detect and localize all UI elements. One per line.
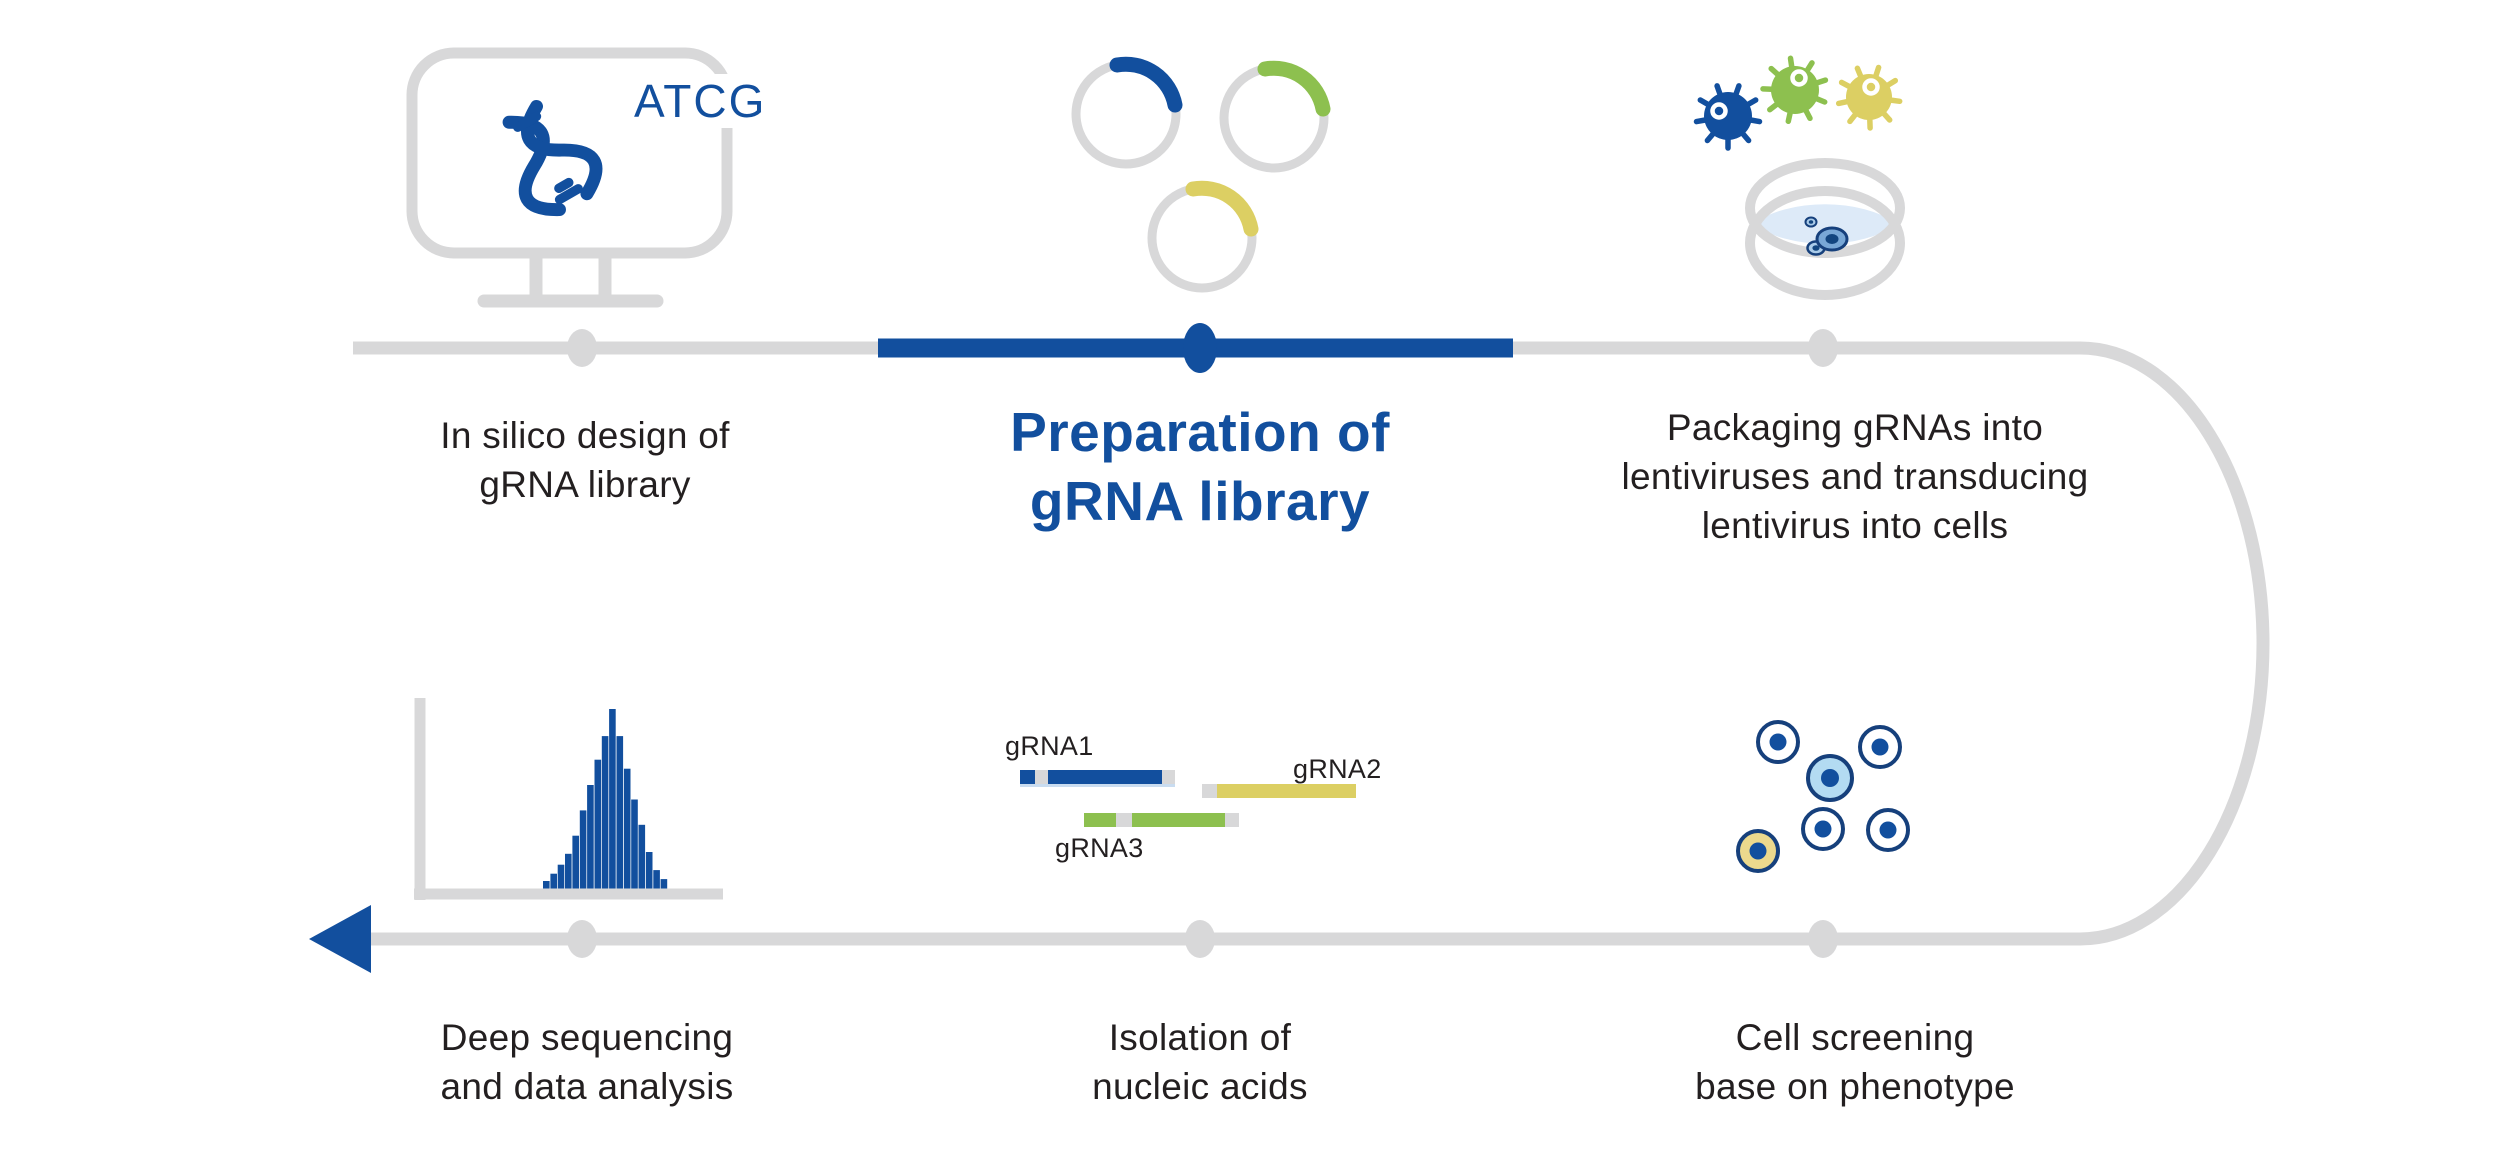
grna1-tag: gRNA1 <box>1005 731 1094 761</box>
cell-nucleus <box>1814 820 1832 838</box>
petri-dish-icon <box>1745 158 1905 300</box>
cell-nucleus <box>1769 733 1787 751</box>
dish-cell-medium-nucleus <box>1812 245 1820 251</box>
lentivirus-icon-green <box>1760 55 1829 125</box>
grna2-bar <box>1202 784 1356 798</box>
timeline-node-step2-active <box>1183 323 1217 373</box>
cell-nucleus <box>1749 842 1767 860</box>
step-label-packaging-grnas: Packaging gRNAs into lentiviruses and tr… <box>1621 407 2089 546</box>
timeline <box>309 323 2270 973</box>
petri-dish-liquid <box>1751 204 1899 244</box>
plasmid-icons <box>1071 56 1331 293</box>
cell-cluster-icon <box>1736 720 1910 873</box>
grna1-bar <box>1020 770 1175 787</box>
lentivirus-icon-blue <box>1693 83 1763 151</box>
lentivirus-icon-yellow <box>1835 64 1903 131</box>
timeline-arrow-head <box>309 905 371 973</box>
histogram-icon <box>414 698 723 900</box>
petri-dish-body <box>1745 186 1905 300</box>
timeline-node-step1 <box>567 329 597 367</box>
petri-dish-rim <box>1745 158 1905 258</box>
cell-nucleus <box>1871 738 1889 756</box>
grna3-bar <box>1084 813 1239 827</box>
timeline-node-step6 <box>567 920 597 958</box>
plasmid-insert-green <box>1257 60 1331 117</box>
step-label-cell-screening: Cell screening base on phenotype <box>1695 1017 2015 1107</box>
dna-helix-icon <box>502 99 603 217</box>
plasmid-insert-yellow <box>1185 180 1259 237</box>
monitor-screen-text: ATCG <box>628 74 773 128</box>
grna3-tag: gRNA3 <box>1055 833 1144 863</box>
cell-nucleus <box>1821 769 1839 787</box>
timeline-node-step5 <box>1185 920 1215 958</box>
timeline-node-step3 <box>1808 329 1838 367</box>
grna2-tag: gRNA2 <box>1293 754 1382 784</box>
step-label-deep-sequencing: Deep sequencing and data analysis <box>440 1017 734 1107</box>
histogram-bars <box>543 709 668 891</box>
step-label-preparation-active: Preparation of gRNA library <box>1010 401 1390 533</box>
step-label-isolation: Isolation of nucleic acids <box>1092 1017 1308 1107</box>
cell-nucleus <box>1879 821 1897 839</box>
step-label-in-silico-design: In silico design of gRNA library <box>440 415 730 505</box>
dish-cell-small-nucleus <box>1808 220 1814 224</box>
timeline-node-step4 <box>1808 920 1838 958</box>
plasmid-insert-blue <box>1109 56 1183 113</box>
dish-cell-large-nucleus <box>1825 234 1839 244</box>
grna-fragments-icon <box>1020 770 1356 827</box>
timeline-track <box>353 341 2270 946</box>
